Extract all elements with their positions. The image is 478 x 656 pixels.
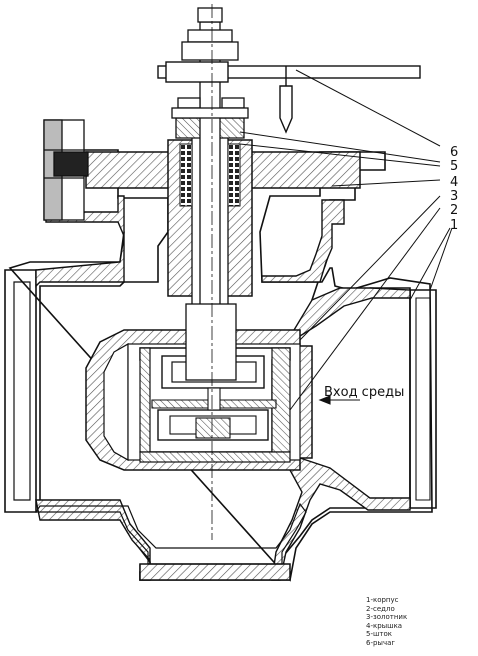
parts-legend: 1-корпус 2-седло 3-золотник 4-крышка 5-ш…: [366, 596, 407, 648]
legend-item: 2-седло: [366, 604, 395, 613]
seat-wall-left: [139, 347, 151, 453]
legend-item: 1-корпус: [366, 596, 399, 604]
bonnet-bolt-left: [43, 119, 89, 221]
callout-2: 2: [450, 203, 458, 218]
stem-lower: [185, 303, 237, 381]
right-flange-inner: [415, 297, 431, 501]
disc-nut: [195, 417, 231, 439]
bottom-plug: [139, 563, 291, 581]
callout-6: 6: [450, 145, 458, 160]
right-flange: [409, 289, 437, 509]
flow-arrow: [318, 395, 360, 405]
legend-item: 3-золотник: [366, 613, 408, 622]
legend-item: 5-шток: [366, 630, 392, 639]
top-nuts: [171, 7, 249, 119]
callout-5: 5: [450, 159, 458, 174]
callout-1: 1: [450, 218, 458, 233]
left-flange: [4, 269, 37, 513]
lever: [157, 61, 421, 134]
left-flange-inner: [13, 281, 31, 501]
leader-lines: [239, 69, 453, 411]
packing-right: [227, 143, 241, 207]
body-wall-right-upper: [261, 199, 345, 283]
bottom-wall: [34, 502, 307, 565]
flow-label: Вход среды: [324, 385, 404, 400]
packing-left: [179, 143, 193, 207]
legend-item: 6-рычаг: [366, 638, 396, 647]
callout-3: 3: [450, 189, 458, 204]
stem-collar: [207, 387, 221, 411]
legend-item: 4-крышка: [366, 621, 403, 630]
callout-4: 4: [450, 175, 458, 190]
seat-bottom: [139, 451, 291, 463]
